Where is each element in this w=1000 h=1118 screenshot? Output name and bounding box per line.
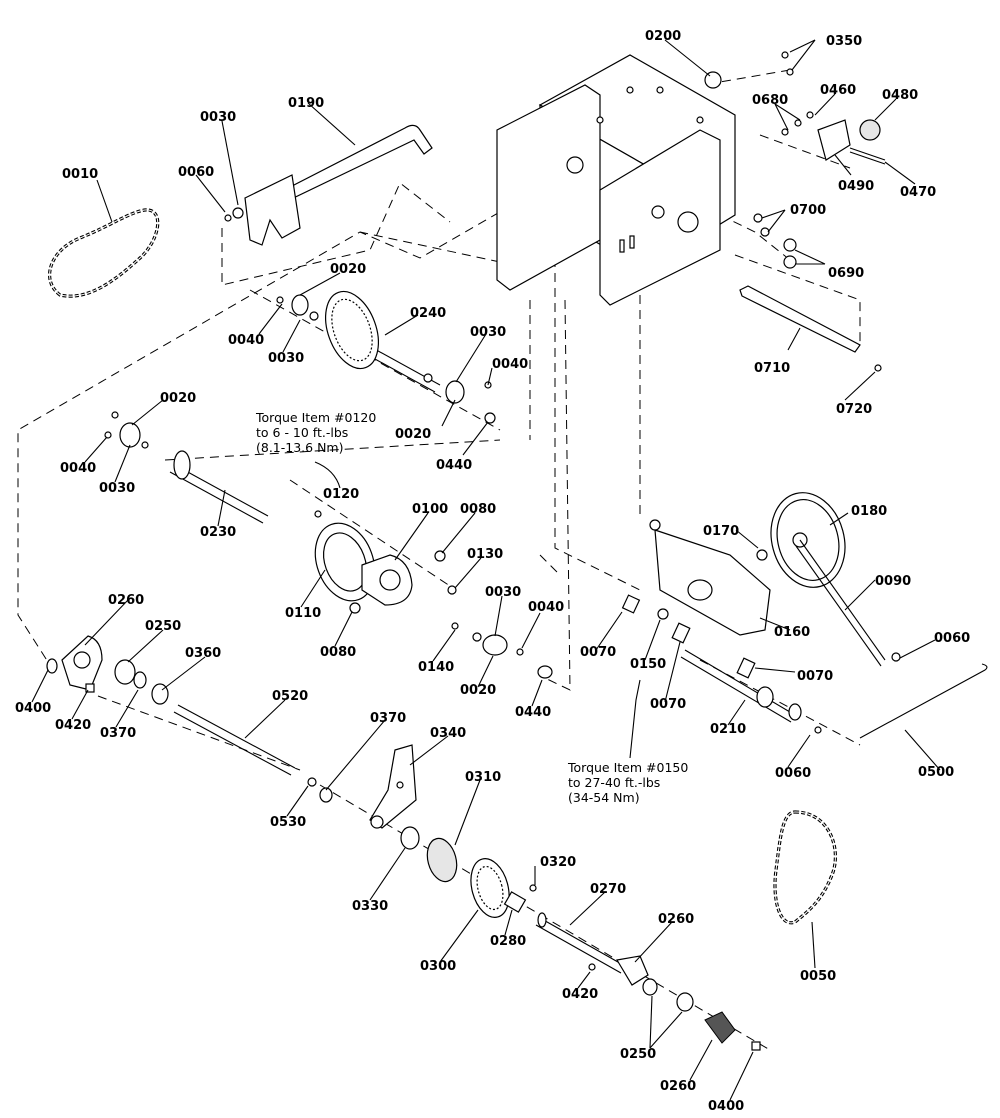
drive-chain-0010 — [48, 208, 160, 298]
label-0480: 0480 — [882, 88, 918, 103]
label-0280: 0280 — [490, 934, 526, 949]
link-0710 — [739, 285, 882, 372]
label-0370: 0370 — [370, 711, 406, 726]
label-0300: 0300 — [420, 959, 456, 974]
label-0690: 0690 — [828, 266, 864, 281]
label-0010: 0010 — [62, 167, 98, 182]
label-0140: 0140 — [418, 660, 454, 675]
label-0490: 0490 — [838, 179, 874, 194]
label-0440: 0440 — [436, 458, 472, 473]
label-0060: 0060 — [178, 165, 214, 180]
label-0020: 0020 — [160, 391, 196, 406]
label-0030: 0030 — [99, 481, 135, 496]
shaft-0270 — [535, 912, 761, 1051]
label-0070: 0070 — [797, 669, 833, 684]
leader-lines — [31, 39, 941, 1101]
torque-note-0150-line2: to 27-40 ft.-lbs — [568, 775, 660, 790]
label-0270: 0270 — [590, 882, 626, 897]
label-0060: 0060 — [775, 766, 811, 781]
label-0400: 0400 — [15, 701, 51, 716]
shaft-0210-cable-0500 — [621, 594, 988, 739]
label-0470: 0470 — [900, 185, 936, 200]
label-0420: 0420 — [562, 987, 598, 1002]
label-0040: 0040 — [528, 600, 564, 615]
label-0110: 0110 — [285, 606, 321, 621]
label-0210: 0210 — [710, 722, 746, 737]
label-0090: 0090 — [875, 574, 911, 589]
label-0030: 0030 — [268, 351, 304, 366]
torque-note-0150-line3: (34-54 Nm) — [568, 790, 640, 805]
bracket-group-0490 — [704, 51, 886, 269]
label-0400: 0400 — [708, 1099, 744, 1114]
label-0100: 0100 — [412, 502, 448, 517]
label-0250: 0250 — [145, 619, 181, 634]
torque-note-0120-line1: Torque Item #0120 — [255, 410, 376, 425]
label-0040: 0040 — [228, 333, 264, 348]
label-0030: 0030 — [200, 110, 236, 125]
label-0340: 0340 — [430, 726, 466, 741]
part-labels: 0010 0020 0020 0020 0020 0030 0030 0030 … — [15, 29, 970, 1114]
axle-assembly-0520 — [46, 635, 333, 803]
label-0080: 0080 — [460, 502, 496, 517]
label-0020: 0020 — [395, 427, 431, 442]
drive-chain-0050 — [773, 810, 837, 925]
label-0150: 0150 — [630, 657, 666, 672]
label-0260: 0260 — [660, 1079, 696, 1094]
label-0260: 0260 — [658, 912, 694, 927]
label-0370: 0370 — [100, 726, 136, 741]
label-0310: 0310 — [465, 770, 501, 785]
label-0060: 0060 — [934, 631, 970, 646]
hub-sprocket-0300 — [400, 826, 537, 918]
torque-note-0150: Torque Item #0150 to 27-40 ft.-lbs (34-5… — [567, 760, 688, 805]
label-0070: 0070 — [580, 645, 616, 660]
label-0500: 0500 — [918, 765, 954, 780]
shift-rod-0190 — [224, 124, 433, 246]
label-0030: 0030 — [485, 585, 521, 600]
label-0720: 0720 — [836, 402, 872, 417]
label-0240: 0240 — [410, 306, 446, 321]
label-0070: 0070 — [650, 697, 686, 712]
label-0230: 0230 — [200, 525, 236, 540]
sprocket-shaft-0240 — [276, 290, 496, 424]
label-0170: 0170 — [703, 524, 739, 539]
label-0320: 0320 — [540, 855, 576, 870]
label-0020: 0020 — [330, 262, 366, 277]
label-0040: 0040 — [60, 461, 96, 476]
label-0250: 0250 — [620, 1047, 656, 1062]
label-0130: 0130 — [467, 547, 503, 562]
label-0360: 0360 — [185, 646, 221, 661]
label-0440: 0440 — [515, 705, 551, 720]
plate-pulley-0180 — [649, 492, 901, 667]
label-0180: 0180 — [851, 504, 887, 519]
torque-note-0120-line2: to 6 - 10 ft.-lbs — [256, 425, 348, 440]
label-0040: 0040 — [492, 357, 528, 372]
label-0350: 0350 — [826, 34, 862, 49]
label-0030: 0030 — [470, 325, 506, 340]
label-0260: 0260 — [108, 593, 144, 608]
label-0680: 0680 — [752, 93, 788, 108]
label-0460: 0460 — [820, 83, 856, 98]
label-0420: 0420 — [55, 718, 91, 733]
label-0530: 0530 — [270, 815, 306, 830]
label-0160: 0160 — [774, 625, 810, 640]
label-0520: 0520 — [272, 689, 308, 704]
torque-note-0150-line1: Torque Item #0150 — [567, 760, 688, 775]
shaft-assembly-0230 — [104, 411, 553, 679]
label-0710: 0710 — [754, 361, 790, 376]
torque-note-0120-line3: (8.1-13.6 Nm) — [256, 440, 343, 455]
label-0080: 0080 — [320, 645, 356, 660]
frame-housing — [496, 54, 736, 306]
label-0330: 0330 — [352, 899, 388, 914]
torque-note-0120: Torque Item #0120 to 6 - 10 ft.-lbs (8.1… — [255, 410, 376, 455]
label-0190: 0190 — [288, 96, 324, 111]
label-0050: 0050 — [800, 969, 836, 984]
label-0020: 0020 — [460, 683, 496, 698]
label-0200: 0200 — [645, 29, 681, 44]
bracket-0340 — [369, 744, 417, 829]
label-0700: 0700 — [790, 203, 826, 218]
label-0120: 0120 — [323, 487, 359, 502]
